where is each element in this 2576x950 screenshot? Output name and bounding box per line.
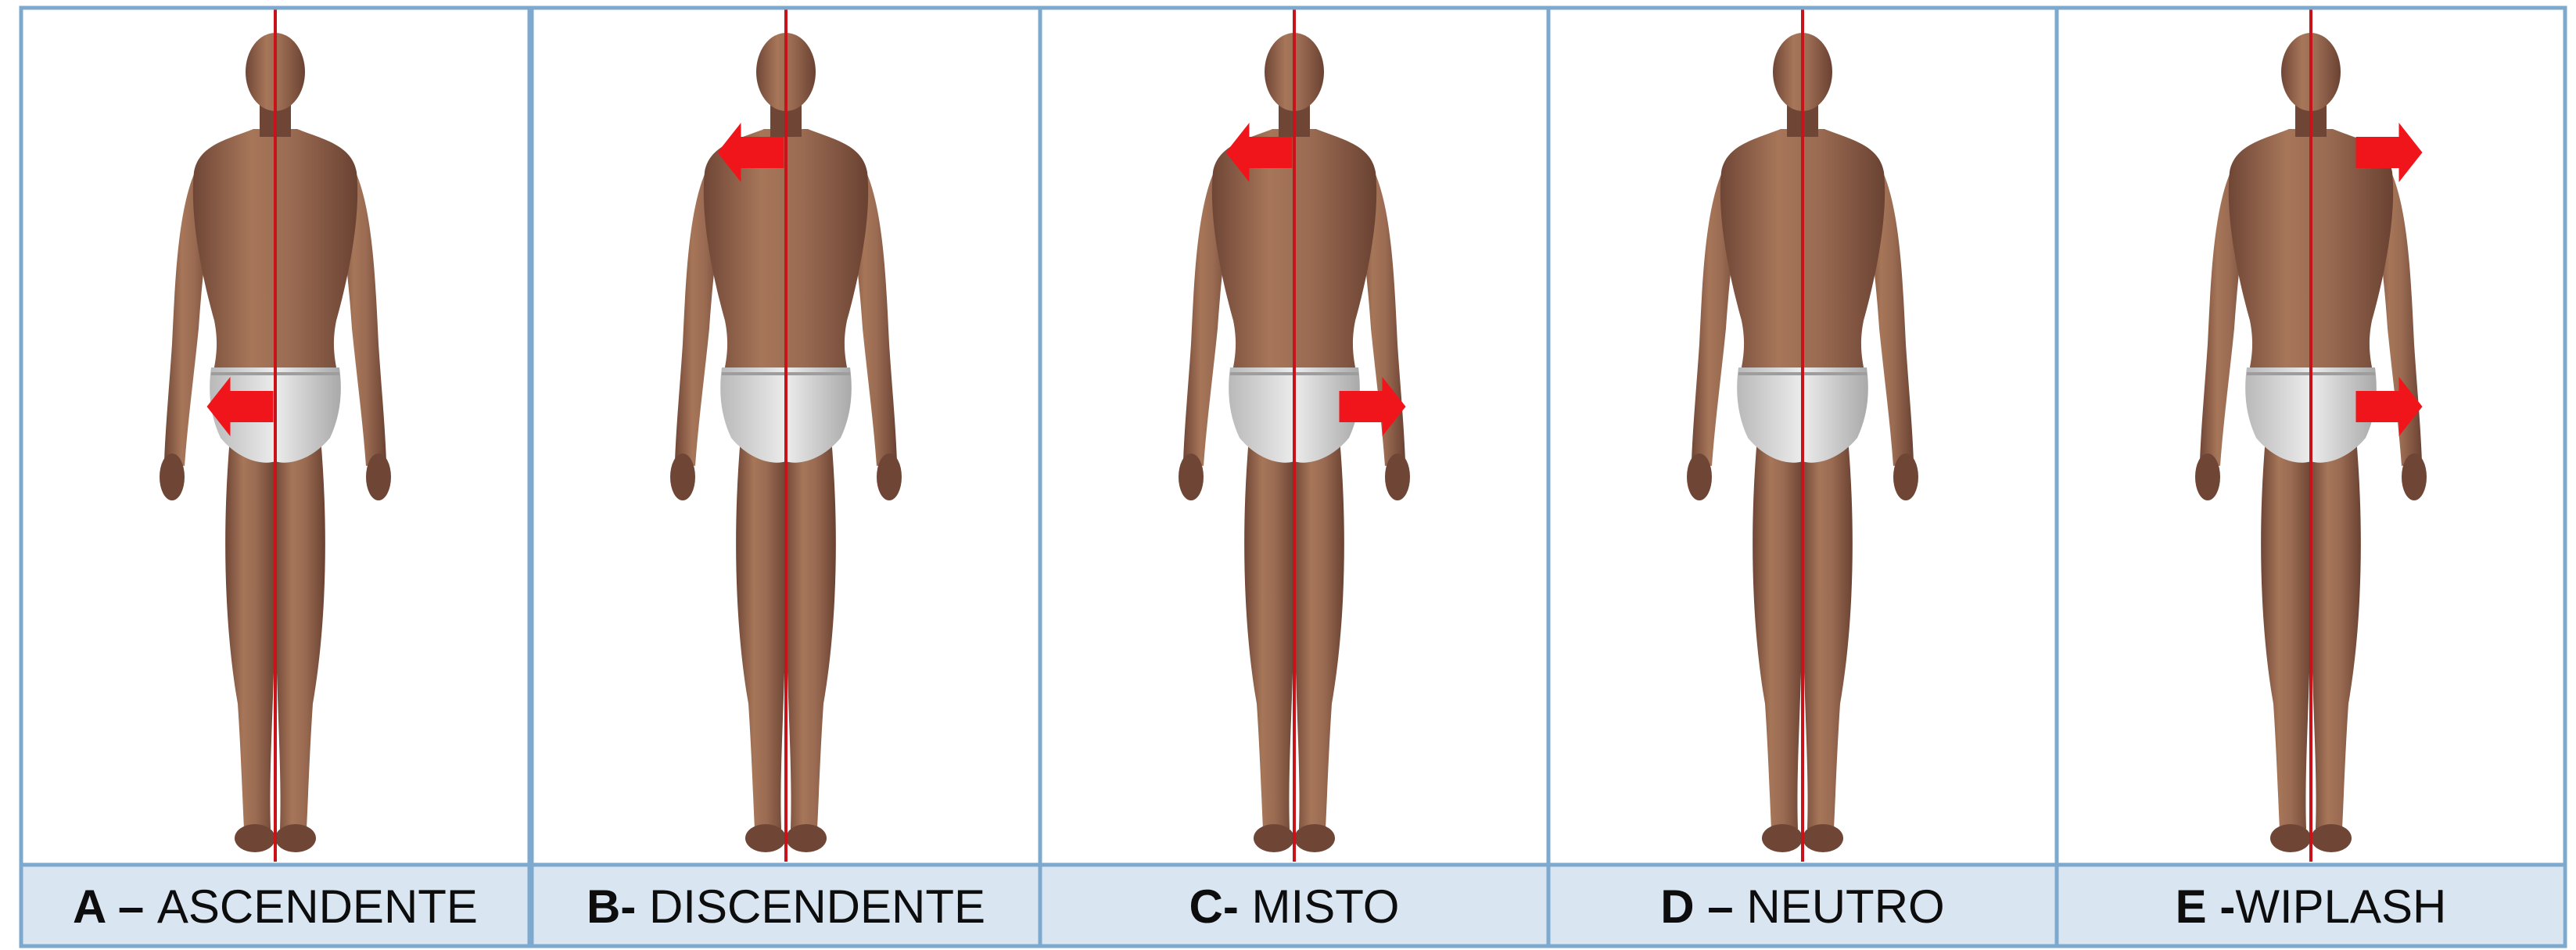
panel-label-separator: - — [620, 880, 649, 933]
panel-c: C- MISTO — [1040, 8, 1548, 946]
panel-label-letter: B — [587, 880, 620, 933]
panel-a: A – ASCENDENTE — [21, 8, 529, 946]
panel-label-separator: - — [1223, 880, 1252, 933]
panel-label: C- MISTO — [1189, 880, 1400, 933]
panel-d: D – NEUTRO — [1548, 8, 2057, 946]
panel-label-name: NEUTRO — [1746, 880, 1944, 933]
panel-label: E -WIPLASH — [2176, 880, 2447, 933]
panel-label-name: ASCENDENTE — [157, 880, 478, 933]
panel-label-name: WIPLASH — [2235, 880, 2446, 933]
panel-label: B- DISCENDENTE — [587, 880, 985, 933]
panel-label-name: MISTO — [1252, 880, 1400, 933]
panel-label: D – NEUTRO — [1660, 880, 1944, 933]
panel-label-letter: E — [2176, 880, 2207, 933]
panel-label-separator: - — [2207, 880, 2236, 933]
panel-label-separator: – — [105, 880, 157, 933]
panel-label-letter: A — [73, 880, 106, 933]
panel-label-letter: C — [1189, 880, 1223, 933]
panel-e: E -WIPLASH — [2057, 8, 2565, 946]
panel-label-name: DISCENDENTE — [649, 880, 985, 933]
panel-b: B- DISCENDENTE — [532, 8, 1040, 946]
panel-label-letter: D — [1660, 880, 1694, 933]
panel-label-separator: – — [1695, 880, 1747, 933]
panel-label: A – ASCENDENTE — [73, 880, 478, 933]
